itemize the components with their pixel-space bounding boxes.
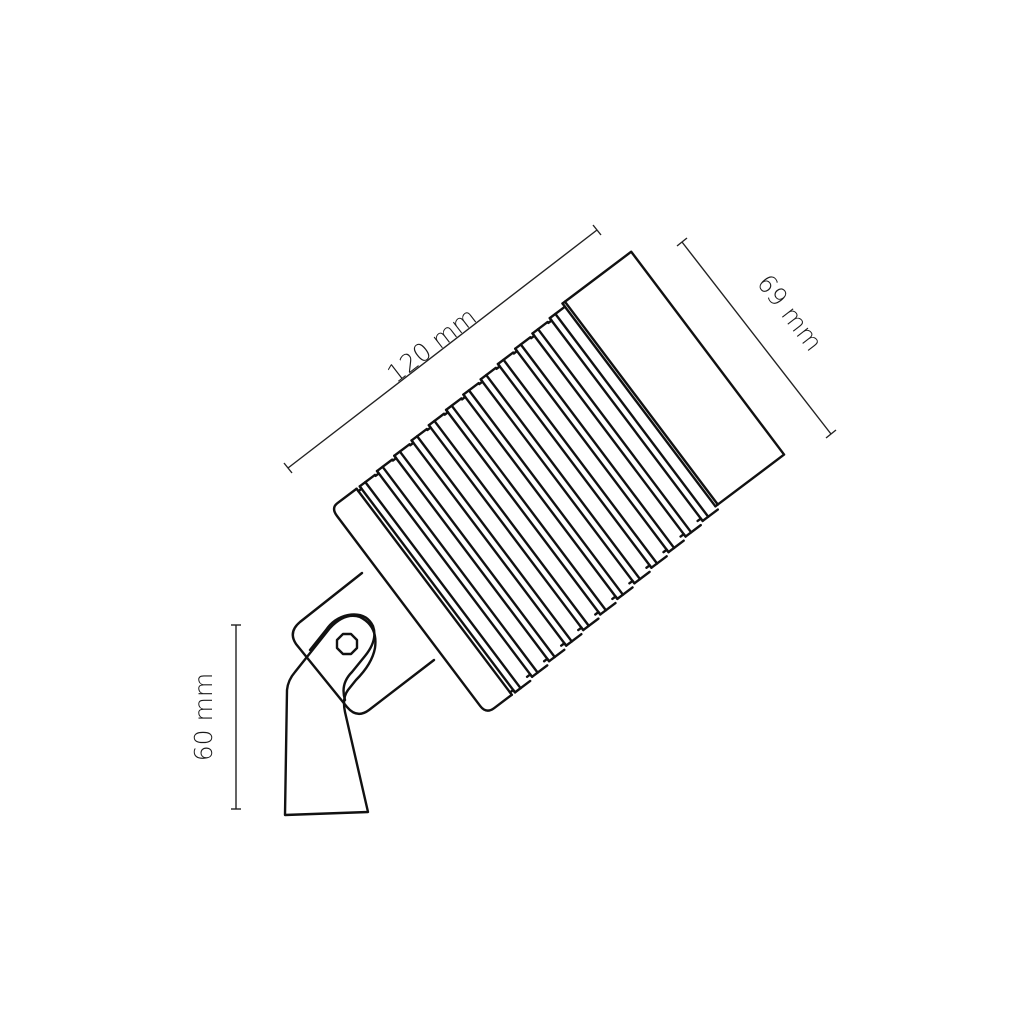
rear-cap-seam xyxy=(355,487,514,696)
cooling-fins xyxy=(357,305,719,694)
fin-groove xyxy=(496,362,653,569)
fin-groove xyxy=(485,373,642,581)
dimension-tick xyxy=(283,462,293,474)
fin-groove xyxy=(415,435,573,643)
lamp-body xyxy=(332,250,786,712)
front-cap-seam xyxy=(561,302,717,508)
fin-groove xyxy=(358,485,517,694)
fin-groove xyxy=(444,408,602,616)
rear-cap xyxy=(332,487,514,712)
fin-groove xyxy=(554,312,710,518)
fin-groove xyxy=(479,378,636,585)
dimension-tick xyxy=(592,224,602,236)
hex-bolt-icon xyxy=(335,632,359,656)
dimension-label-diameter: 69 mm xyxy=(751,269,828,357)
knuckle-outline xyxy=(308,613,376,702)
fin-groove xyxy=(393,454,551,663)
mount-block xyxy=(291,571,436,715)
fin-groove xyxy=(502,358,659,565)
fin-groove xyxy=(462,393,619,601)
fin-groove xyxy=(398,450,556,659)
dimension-label-stake: 60 mm xyxy=(189,673,218,761)
fin-groove xyxy=(548,316,704,523)
fin-groove xyxy=(410,439,568,647)
fin-groove xyxy=(531,332,687,538)
dimension-tick xyxy=(825,429,837,439)
dimension-label-length: 120 mm xyxy=(382,302,482,389)
fin-groove xyxy=(514,347,670,554)
front-cap xyxy=(561,250,786,508)
fin-groove xyxy=(427,423,585,632)
front-cap-seam-inner xyxy=(563,300,719,506)
fin-groove xyxy=(381,465,539,674)
fin-groove xyxy=(519,343,676,550)
dimension-diameter: 69 mm xyxy=(676,237,837,439)
fin-groove xyxy=(375,469,534,679)
dimension-tick xyxy=(676,237,688,247)
fin-groove xyxy=(433,419,591,628)
mount-block-outline xyxy=(291,571,436,715)
fin-groove xyxy=(536,327,693,534)
dimension-line-length xyxy=(287,229,598,469)
dimension-line-diameter xyxy=(681,241,832,435)
fin-groove xyxy=(467,389,625,596)
dimension-stake: 60 mm xyxy=(189,624,241,810)
fin-groove xyxy=(450,404,608,612)
fin-groove xyxy=(364,480,522,690)
